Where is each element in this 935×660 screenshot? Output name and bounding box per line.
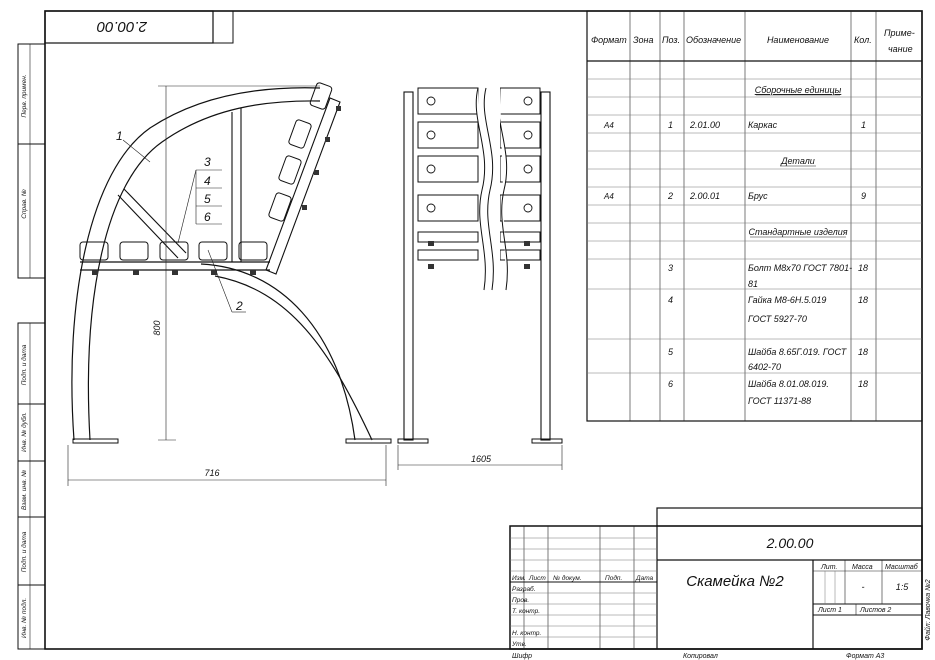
callout-6: 6 [204,210,211,224]
side-cell-4: Инв. № дубл. [20,412,28,452]
spec-std-2-pos: 4 [668,295,673,305]
tb-scale-value: 1:5 [896,582,910,592]
spec-row-2-format: А4 [603,192,614,201]
tb-scale-label: Масштаб [885,563,919,571]
callout-1: 1 [116,129,123,143]
drawing-frame [44,10,923,650]
file-note: Файл: Лавочка №2 [924,579,932,640]
spec-head-note-1: Приме- [884,28,915,38]
callout-4: 4 [204,174,211,188]
side-view [67,82,392,486]
tb-lit-label: Лит. [820,564,837,571]
spec-head-qty: Кол. [854,35,872,45]
tb-sheet: Лист 1 [817,607,842,614]
side-cell-2: Справ. № [21,189,28,219]
callout-3: 3 [204,155,211,169]
spec-section-assemblies: Сборочные единицы [755,85,842,95]
side-strip: Перв. примен. Справ. № Подп. и дата Инв.… [17,43,46,650]
dim-height: 800 [152,320,162,335]
spec-std-1-pos: 3 [668,263,673,273]
spec-section-standard: Стандартные изделия [748,227,847,237]
spec-head-format: Формат [591,35,627,45]
tb-role-approve: Утв. [511,641,527,648]
dim-length: 1605 [471,454,492,464]
spec-row-1-format: А4 [603,121,614,130]
spec-row-1-code: 2.01.00 [689,120,720,130]
spec-std-2-name2: ГОСТ 5927-70 [748,314,807,324]
tb-head-izm: Изм. [512,575,526,582]
side-cell-3: Подп. и дата [20,344,28,385]
tb-role-dev: Разраб. [512,585,536,593]
top-stamp-code: 2.00.00 [96,18,148,35]
spec-std-3-pos: 5 [668,347,674,357]
title-block-grid [509,507,923,650]
spec-head-pos: Поз. [662,35,680,45]
footer-shifr: Шифр [512,653,532,660]
tb-role-tcontrol: Т. контр. [512,608,540,615]
spec-std-4-name2: ГОСТ 11371-88 [748,396,811,406]
footer-copied: Копировал [683,653,718,660]
side-cell-7: Инв. № подл. [20,598,28,639]
spec-std-1-name2: 81 [748,279,758,289]
spec-head-code: Обозначение [686,35,741,45]
footer-format: Формат А3 [846,653,884,660]
tb-head-docnum: № докум. [553,574,582,582]
spec-head-note-2: чание [888,44,913,54]
callout-5: 5 [204,192,211,206]
tb-mass-label: Масса [852,564,873,571]
tb-mass-value: - [862,582,865,592]
spec-table-grid [586,10,923,422]
tb-role-ncontrol: Н. контр. [512,630,542,637]
tb-sheets: Листов 2 [859,607,891,614]
spec-head-zone: Зона [633,35,654,45]
spec-std-4-pos: 6 [668,379,673,389]
spec-std-3-name2: 6402-70 [748,362,781,372]
spec-std-2-name1: Гайка М8-6Н.5.019 [748,295,826,305]
side-cell-6: Подп. и дата [20,531,28,572]
tb-role-check: Пров. [512,597,529,604]
dim-width: 716 [204,468,219,478]
spec-std-4-qty: 18 [858,379,868,389]
side-cell-5: Взам. инв. № [21,470,28,510]
spec-std-3-name1: Шайба 8.65Г.019. ГОСТ [748,347,848,357]
front-view [397,86,563,470]
spec-row-2-code: 2.00.01 [689,191,720,201]
side-cell-1: Перв. примен. [21,74,28,117]
spec-std-4-name1: Шайба 8.01.08.019. [748,379,829,389]
spec-row-1-qty: 1 [861,120,866,130]
spec-std-2-qty: 18 [858,295,868,305]
callout-2: 2 [235,299,243,313]
tb-head-date: Дата [635,575,654,582]
spec-row-2-pos: 2 [667,191,673,201]
tb-head-list: Лист [528,575,546,582]
title-name: Скамейка №2 [686,573,784,590]
spec-row-2-qty: 9 [861,191,866,201]
spec-row-2-name: Брус [748,191,768,201]
spec-head-name: Наименование [767,35,829,45]
spec-row-1-name: Каркас [748,120,778,130]
spec-section-parts: Детали [780,156,815,166]
spec-std-1-qty: 18 [858,263,868,273]
spec-std-3-qty: 18 [858,347,868,357]
title-doc-code: 2.00.00 [766,535,814,551]
spec-std-1-name1: Болт М8х70 ГОСТ 7801- [748,263,852,273]
spec-row-1-pos: 1 [668,120,673,130]
tb-head-sign: Подп. [605,574,622,582]
